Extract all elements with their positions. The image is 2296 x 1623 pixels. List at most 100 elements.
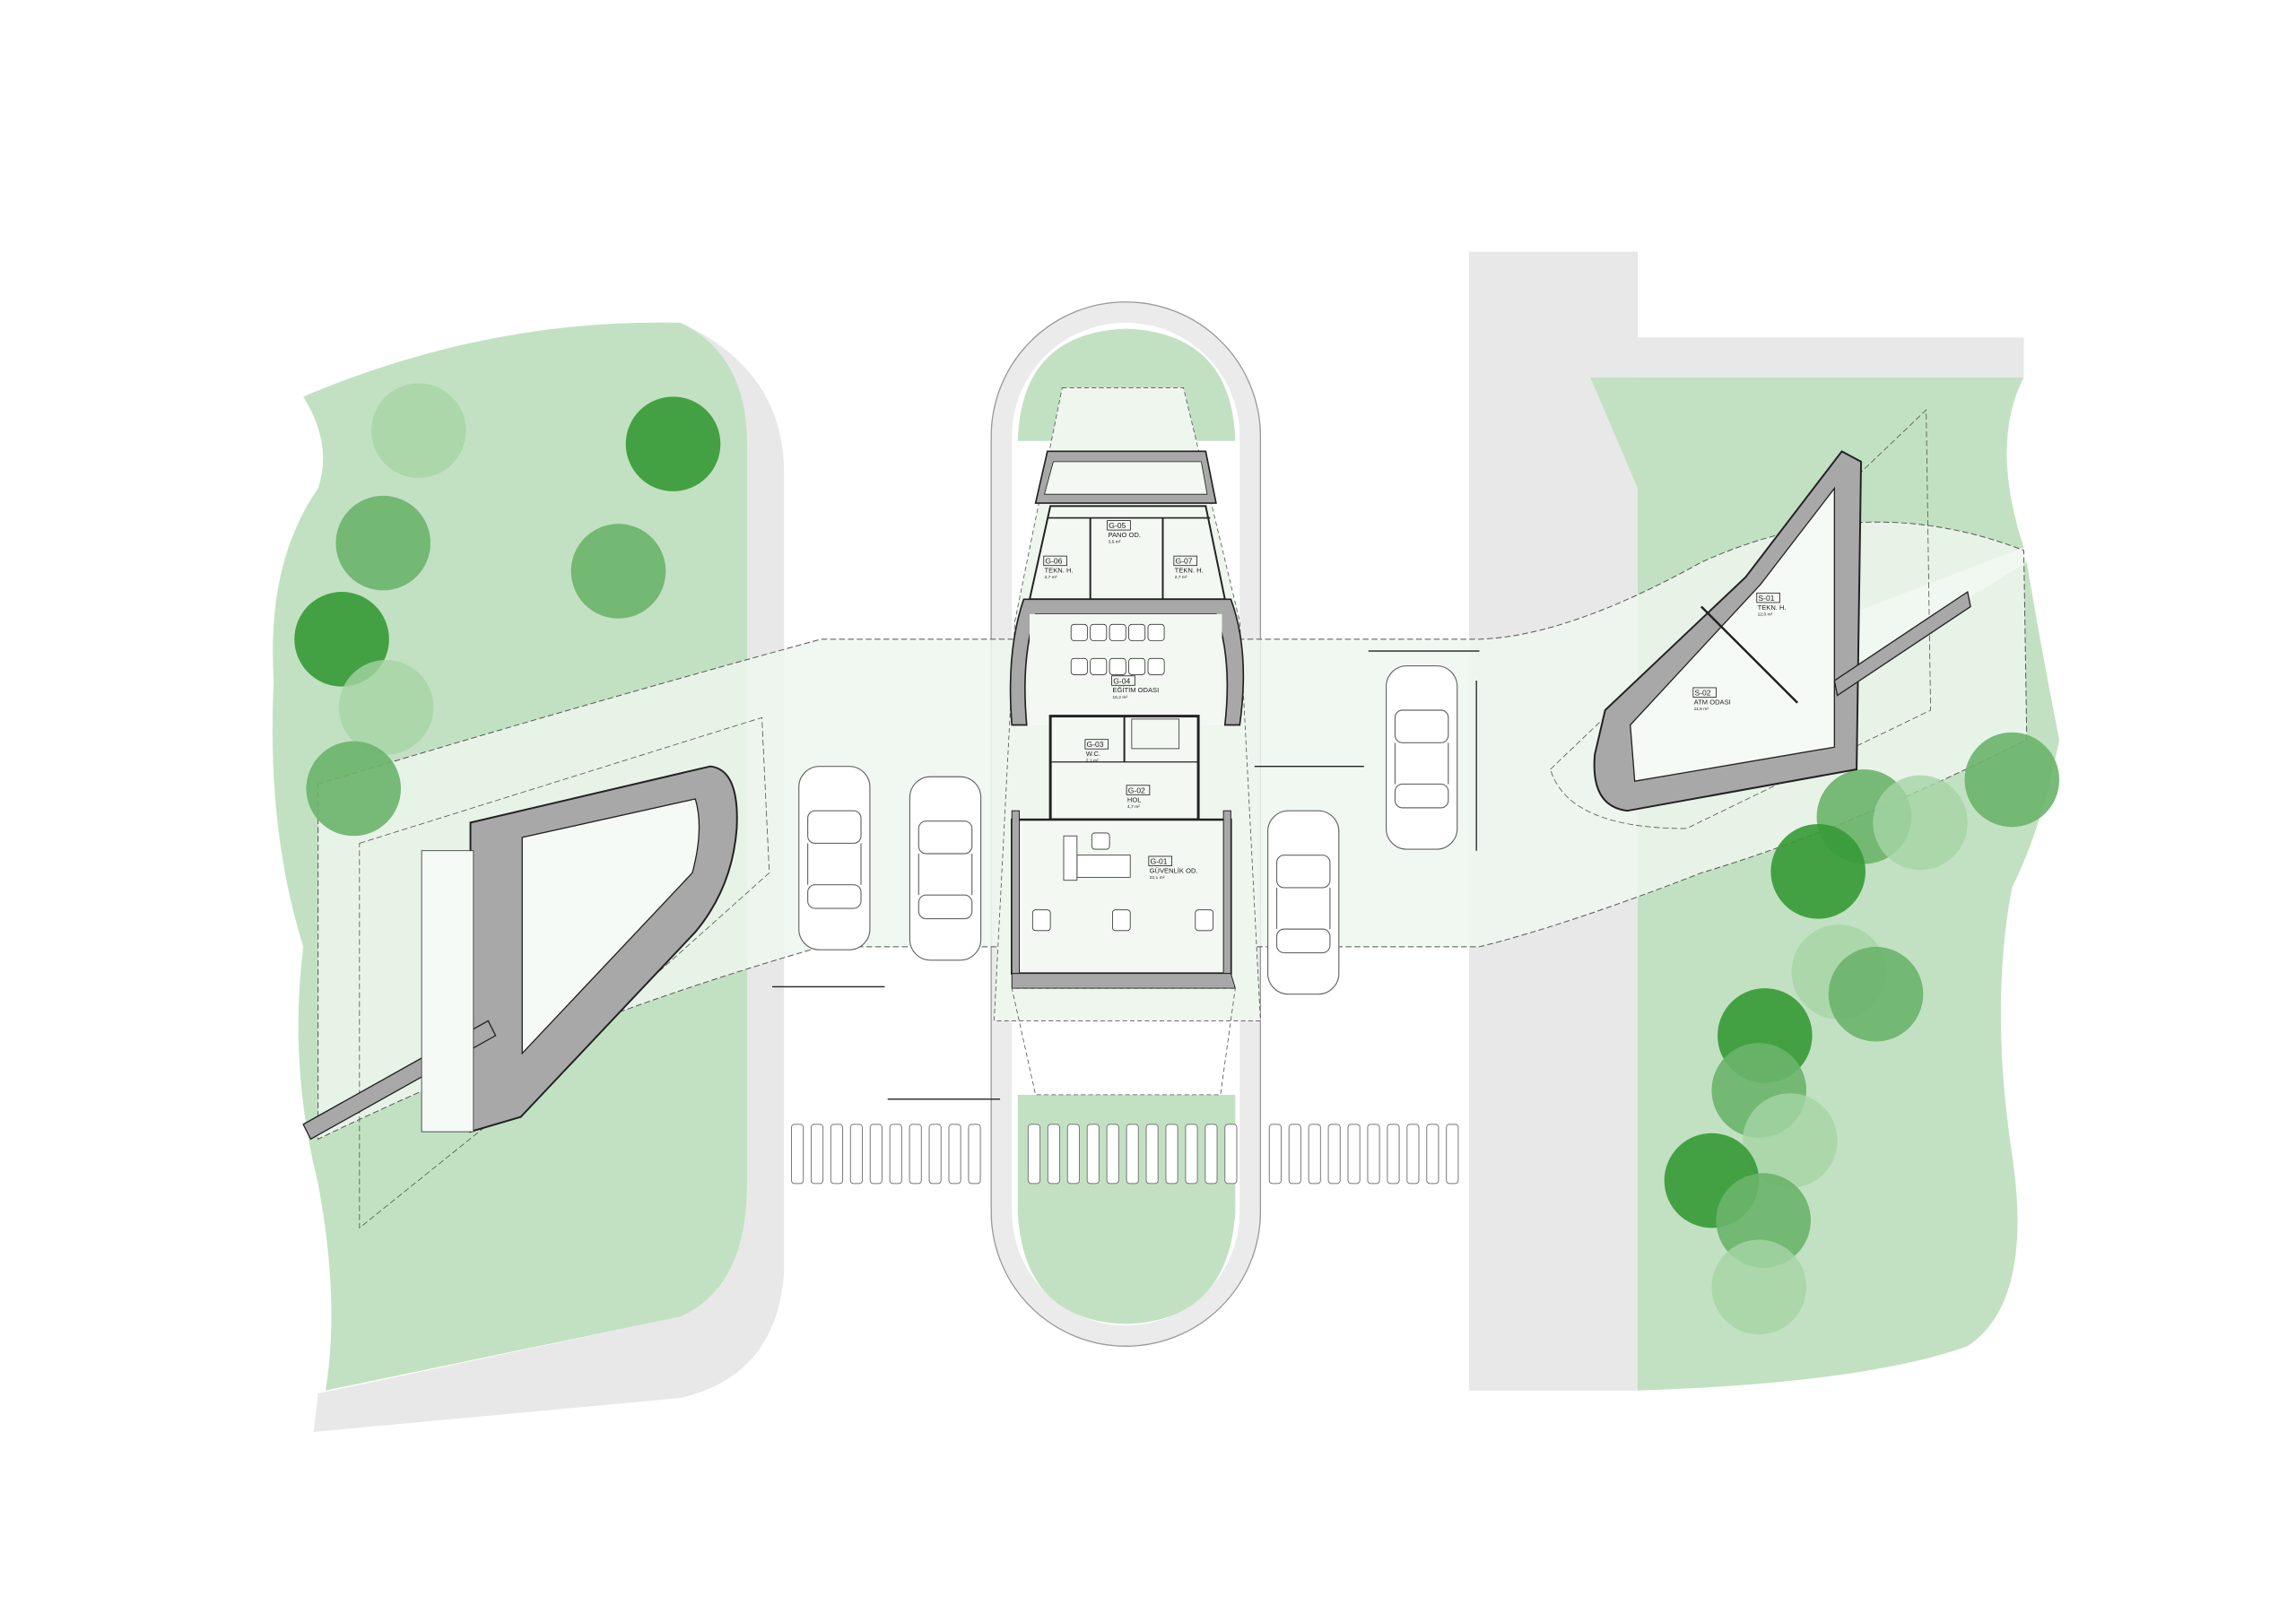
tree bbox=[338, 659, 434, 755]
room-area: 4,7 m² bbox=[1127, 804, 1140, 810]
crosswalk-stripe bbox=[1446, 1124, 1459, 1185]
south-canopy-outline bbox=[1011, 987, 1236, 1096]
room-code-box bbox=[1111, 675, 1135, 686]
desk bbox=[1076, 855, 1131, 878]
room-code: G-01 bbox=[1150, 857, 1167, 866]
crosswalk-stripe bbox=[889, 1124, 902, 1185]
right-kiosk-partition bbox=[1700, 605, 1798, 704]
room-name: TEKN. H. bbox=[1758, 603, 1787, 612]
room-code: G-06 bbox=[1045, 557, 1062, 566]
crosswalk-stripe bbox=[1086, 1124, 1100, 1185]
tree bbox=[1770, 824, 1866, 919]
tree bbox=[1964, 732, 2060, 828]
crosswalk-stripe bbox=[869, 1124, 883, 1185]
left-kiosk bbox=[302, 765, 738, 1141]
desk-return bbox=[1063, 835, 1078, 881]
crosswalk-stripe bbox=[1106, 1124, 1119, 1185]
room-code-box bbox=[1107, 520, 1131, 531]
crosswalk-stripe bbox=[1027, 1124, 1041, 1185]
room-code-box bbox=[1692, 687, 1717, 698]
crosswalk-stripe bbox=[1387, 1124, 1400, 1185]
security-room bbox=[1011, 818, 1232, 975]
tree bbox=[625, 396, 721, 491]
chair bbox=[1090, 657, 1108, 675]
tree bbox=[1873, 775, 1968, 871]
crosswalk-stripe bbox=[1126, 1124, 1139, 1185]
technical-rooms bbox=[1028, 505, 1226, 601]
room-code-box bbox=[1084, 739, 1109, 750]
room-name: GÜVENLİK OD. bbox=[1150, 866, 1198, 874]
room-code: G-07 bbox=[1176, 557, 1193, 566]
room-code-box bbox=[1043, 555, 1067, 567]
crosswalk-stripe bbox=[1426, 1124, 1439, 1185]
leader-lines bbox=[772, 650, 1480, 1100]
room-name: HOL bbox=[1127, 795, 1142, 803]
crosswalk-stripe bbox=[948, 1124, 961, 1185]
room-area: 12,0 m² bbox=[1758, 612, 1773, 617]
crosswalk-stripe bbox=[928, 1124, 942, 1185]
room-name: TEKN. H. bbox=[1045, 567, 1074, 575]
room-code-box bbox=[1126, 785, 1151, 795]
parked-cars bbox=[798, 664, 1458, 995]
room-area: 16,2 m² bbox=[1112, 695, 1127, 700]
crosswalk-stripe bbox=[1047, 1124, 1061, 1185]
crosswalk-stripe bbox=[968, 1124, 981, 1185]
crosswalk-stripe bbox=[1165, 1124, 1178, 1185]
crosswalk-stripe bbox=[1327, 1124, 1341, 1185]
room-code-box bbox=[1173, 555, 1198, 567]
tree bbox=[371, 383, 466, 479]
chair bbox=[1090, 623, 1108, 641]
car bbox=[1385, 664, 1458, 850]
office-chair bbox=[1091, 832, 1110, 850]
crosswalk-stripe bbox=[1268, 1124, 1282, 1185]
chair bbox=[1128, 657, 1146, 675]
room-code: G-05 bbox=[1109, 521, 1126, 530]
crosswalk-stripe bbox=[1288, 1124, 1301, 1185]
south-canopy bbox=[1011, 973, 1236, 989]
crosswalk-stripe bbox=[1308, 1124, 1321, 1185]
left-curb bbox=[313, 322, 785, 1432]
tree bbox=[306, 741, 402, 837]
car bbox=[909, 776, 982, 961]
security-room-wall-right bbox=[1222, 810, 1231, 975]
tree bbox=[1828, 946, 1924, 1042]
room-code: S-01 bbox=[1758, 594, 1774, 603]
crosswalk-stripe bbox=[830, 1124, 844, 1185]
room-area: 11,9 m² bbox=[1694, 707, 1709, 712]
tree bbox=[294, 592, 389, 687]
crosswalk-stripe bbox=[790, 1124, 804, 1185]
room-code: G-04 bbox=[1113, 676, 1130, 685]
chair bbox=[1147, 657, 1165, 675]
security-building bbox=[994, 387, 1261, 1096]
chair bbox=[1070, 623, 1088, 641]
right-kiosk bbox=[1593, 450, 1971, 812]
right-kiosk-diagonal-wall bbox=[1833, 590, 1971, 697]
tree bbox=[335, 495, 430, 591]
crosswalk-stripe bbox=[1185, 1124, 1198, 1185]
car bbox=[798, 766, 871, 950]
room-name: W.C. bbox=[1086, 750, 1100, 758]
crosswalk-stripe bbox=[849, 1124, 863, 1185]
chair bbox=[1109, 623, 1126, 641]
room-code-box bbox=[1756, 592, 1780, 603]
chair bbox=[1111, 909, 1131, 932]
room-code-box bbox=[1148, 855, 1172, 866]
crosswalk-stripe bbox=[1347, 1124, 1361, 1185]
room-label: G-03W.C.2,1 m² bbox=[1084, 739, 1109, 764]
crosswalk-stripe bbox=[909, 1124, 922, 1185]
room-area: 3,6 m² bbox=[1108, 540, 1120, 545]
right-road-horizontal bbox=[1590, 337, 2024, 378]
crosswalk-stripe bbox=[1145, 1124, 1159, 1185]
crosswalk-stripe bbox=[1066, 1124, 1080, 1185]
crosswalks bbox=[790, 1124, 1459, 1185]
right-kiosk-floor bbox=[1630, 486, 1836, 782]
room-area: 2,7 m² bbox=[1175, 575, 1187, 580]
room-name: ATM ODASI bbox=[1694, 698, 1731, 706]
